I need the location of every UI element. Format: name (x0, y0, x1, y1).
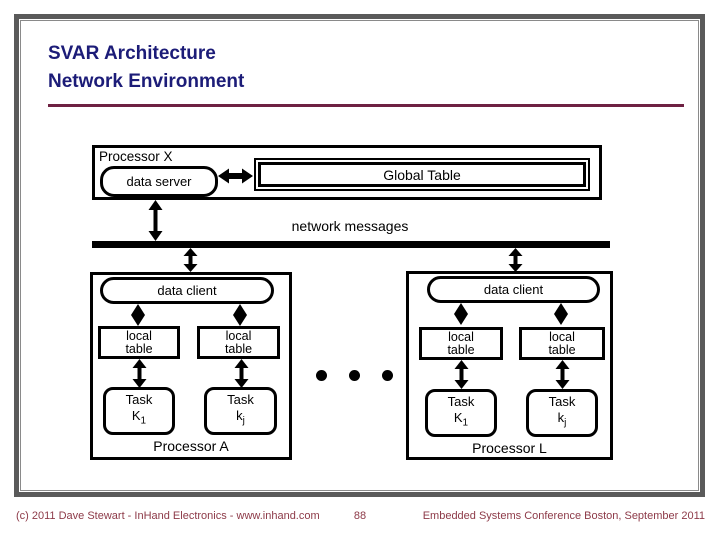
local-table-line2: table (548, 342, 576, 357)
local-table-line2: table (447, 342, 475, 357)
footer-page-number: 88 (353, 510, 367, 522)
double-arrow-table-task-icon (132, 359, 147, 388)
dot-icon (316, 370, 327, 381)
task-box: Task kj (526, 389, 598, 437)
local-table-line2: table (224, 341, 253, 356)
task-word: Task (227, 392, 254, 408)
processor-l-label: Processor L (472, 440, 547, 456)
local-table-line1: local (448, 329, 474, 344)
slide-title: SVAR Architecture Network Environment (48, 43, 245, 92)
global-table-label: Global Table (383, 166, 461, 183)
processor-l-box: data client local table local table Task… (406, 271, 613, 460)
task-box: Task kj (204, 387, 277, 435)
network-bus-bar (92, 241, 610, 248)
local-table-line2: table (125, 341, 153, 356)
diamond-connector-icon (233, 304, 247, 326)
local-table-box: local table (98, 326, 180, 359)
task-subscript: 1 (462, 417, 469, 429)
task-word: Task (447, 394, 475, 410)
local-table-box: local table (419, 327, 503, 360)
double-arrow-bus-client-left-icon (183, 248, 198, 272)
task-subscript: j (242, 415, 245, 427)
processor-x-box: Processor X data server Global Table (92, 145, 602, 200)
task-id: kj (557, 410, 567, 429)
diamond-connector-icon (554, 303, 568, 325)
data-client-label: data client (483, 282, 544, 297)
data-client-shape-a: data client (100, 277, 274, 304)
diamond-connector-icon (131, 304, 145, 326)
title-divider-line (48, 104, 684, 107)
double-arrow-table-task-icon (454, 360, 469, 389)
processor-a-label: Processor A (153, 438, 229, 454)
local-table-box: local table (197, 326, 280, 359)
task-subscript: j (564, 417, 567, 429)
task-word: Task (548, 394, 576, 410)
task-box: Task K1 (103, 387, 175, 435)
data-client-label: data client (157, 283, 217, 298)
double-arrow-table-task-icon (234, 359, 249, 388)
network-messages-label: network messages (291, 218, 409, 234)
global-table-inner-border: Global Table (258, 162, 586, 187)
diamond-connector-icon (454, 303, 468, 325)
data-server-shape: data server (100, 166, 218, 197)
double-arrow-server-bus-icon (148, 200, 163, 241)
global-table-box: Global Table (254, 158, 590, 191)
task-id: kj (236, 408, 245, 427)
local-table-box: local table (519, 327, 605, 360)
double-arrow-bus-client-right-icon (508, 248, 523, 272)
task-box: Task K1 (425, 389, 497, 437)
processor-a-box: data client local table local table Task… (90, 272, 292, 460)
local-table-line1: local (549, 329, 575, 344)
task-id: K1 (453, 410, 469, 429)
slide-frame: SVAR Architecture Network Environment Pr… (14, 14, 705, 497)
footer-conference: Embedded Systems Conference Boston, Sept… (422, 510, 705, 522)
double-arrow-horizontal-icon (218, 168, 253, 184)
footer-copyright: (c) 2011 Dave Stewart - InHand Electroni… (16, 510, 320, 522)
ellipsis-dots-icon (316, 370, 393, 381)
double-arrow-table-task-icon (555, 360, 570, 389)
local-table-line1: local (126, 328, 152, 343)
task-word: Task (125, 392, 153, 408)
processor-x-label: Processor X (99, 149, 173, 164)
task-subscript: 1 (140, 415, 147, 427)
data-client-shape-l: data client (427, 276, 600, 303)
dot-icon (382, 370, 393, 381)
local-table-line1: local (225, 328, 252, 343)
task-id: K1 (131, 408, 147, 427)
dot-icon (349, 370, 360, 381)
data-server-label: data server (126, 174, 192, 189)
